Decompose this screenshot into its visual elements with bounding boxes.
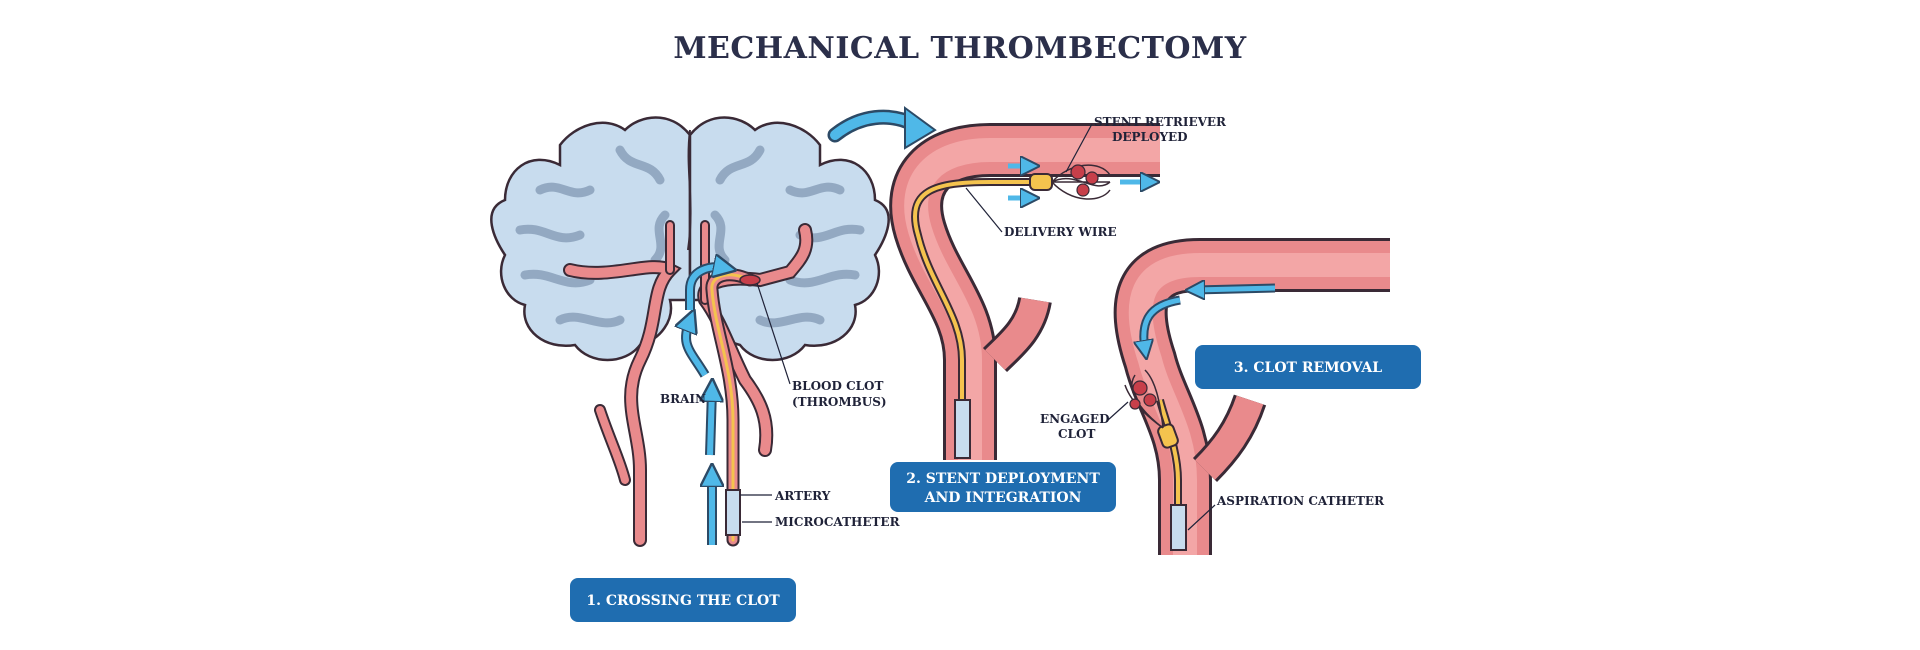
artery-label: ARTERY: [774, 489, 831, 503]
engaged-leader-line: [1107, 401, 1129, 421]
blood-clot-label-2: (THROMBUS): [792, 395, 887, 409]
page-title: MECHANICAL THROMBECTOMY: [673, 31, 1246, 66]
catheter-icon-2: [954, 399, 971, 459]
brain-illustration: [490, 116, 890, 362]
step-2-label-1: 2. STENT DEPLOYMENT: [906, 471, 1100, 487]
left-gray-matter: [515, 145, 670, 328]
aspiration-catheter-icon: [1170, 504, 1187, 551]
right-gray-matter: [710, 145, 865, 328]
aspiration-leader-line: [1187, 504, 1216, 531]
microcatheter-label: MICROCATHETER: [775, 515, 901, 529]
brain-label: BRAIN: [660, 392, 706, 406]
engaged-clot-label-2: CLOT: [1058, 427, 1095, 441]
step-3-badge: 3. CLOT REMOVAL: [1195, 345, 1421, 389]
clot-leader-line: [756, 282, 791, 385]
left-hemisphere: [490, 116, 692, 362]
step-1-badge: 1. CROSSING THE CLOT: [570, 578, 796, 622]
catheter-icon: [725, 489, 741, 536]
step-3-label: 3. CLOT REMOVAL: [1234, 360, 1382, 376]
brain-arteries: [563, 220, 814, 547]
aspiration-catheter-label: ASPIRATION CATHETER: [1216, 494, 1385, 508]
panel-3-vessel: [1113, 238, 1390, 555]
step-2-label-2: AND INTEGRATION: [924, 490, 1082, 506]
delivery-wire-label: DELIVERY WIRE: [1004, 225, 1117, 239]
clot-icon-2: [1070, 164, 1086, 180]
right-hemisphere: [688, 116, 890, 362]
panel-2-vessel: [889, 123, 1160, 460]
stent-retriever-label-1: STENT RETRIEVER: [1094, 115, 1227, 129]
stent-leader-line: [1065, 123, 1093, 173]
step-2-badge: 2. STENT DEPLOYMENT AND INTEGRATION: [890, 462, 1116, 512]
brain-midline: [687, 129, 692, 251]
step-1-label: 1. CROSSING THE CLOT: [586, 593, 780, 609]
clot-icon: [739, 274, 761, 286]
stent-retriever-label-2: DEPLOYED: [1112, 130, 1188, 144]
blood-clot-label-1: BLOOD CLOT: [792, 379, 884, 393]
engaged-clot-label-1: ENGAGED: [1040, 412, 1109, 426]
stent-retriever-icon: [1029, 173, 1053, 191]
engaged-clot-icon: [1132, 380, 1148, 396]
wire-leader-line: [965, 187, 1003, 233]
flow-arrow-icon: [686, 267, 725, 545]
